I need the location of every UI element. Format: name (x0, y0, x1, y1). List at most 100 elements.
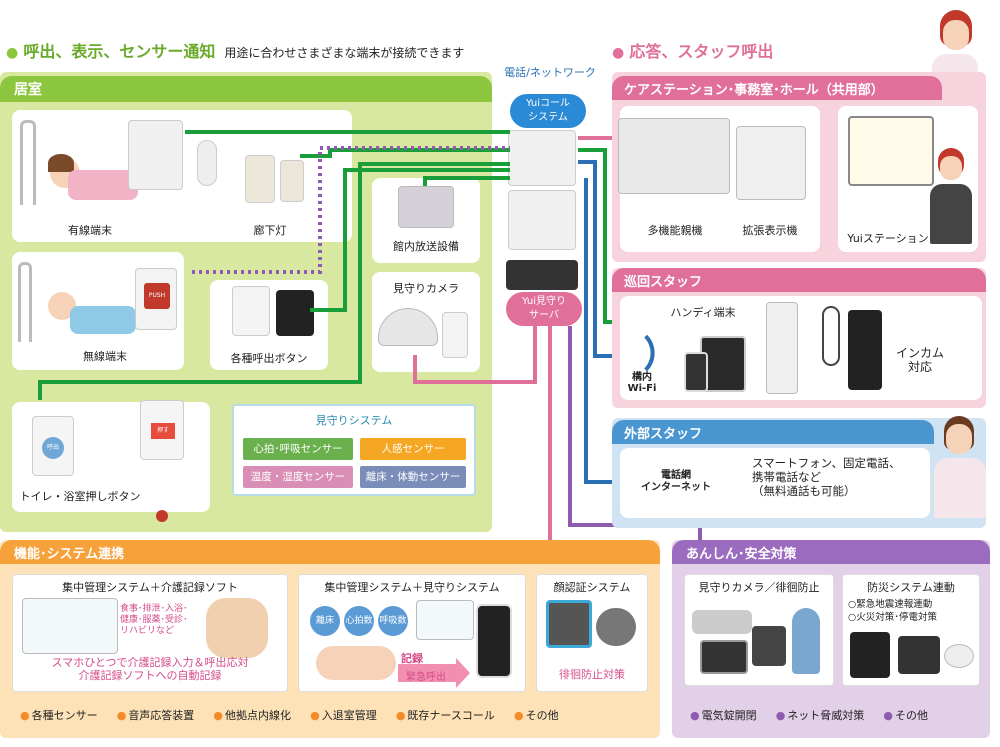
external-card (620, 448, 930, 518)
sensor-motion: 人感センサー (360, 438, 466, 460)
face-recognition-icon (546, 600, 592, 648)
left-header-subtitle: 用途に合わせさまざまな端末が接続できます (224, 46, 465, 60)
wired-terminal[interactable] (128, 120, 183, 190)
call-button-white[interactable] (232, 286, 270, 336)
func-header: 機能･システム連携 (0, 540, 660, 564)
line-toilet (38, 162, 510, 400)
external-desc: スマートフォン、固定電話、 携帯電話など （無料通話も可能） (752, 456, 901, 498)
push-button[interactable]: PUSH (144, 283, 170, 309)
wireless-label: 無線端末 (83, 350, 127, 363)
station-operator-avatar (930, 148, 972, 248)
yui-server-unit (506, 260, 578, 290)
left-header: ● 呼出、表示、センサー通知 用途に合わせさまざまな端末が接続できます (6, 42, 465, 61)
func-bullets: 各種センサー 音声応答装置 他拠点内線化 入退室管理 既存ナースコール その他 (20, 704, 660, 723)
func-bullet-4: 入退室管理 (310, 707, 377, 723)
smoke-detector-icon (944, 644, 974, 668)
toilet-pull-button[interactable]: 押す (140, 400, 184, 460)
sensor-temp: 温度・湿度センサー (243, 466, 353, 488)
safety-box1-title: 見守りカメラ／徘徊防止 (698, 581, 820, 594)
patient-sleeping (316, 646, 396, 680)
extension-display[interactable] (736, 126, 806, 200)
watch-smartphone (476, 604, 512, 678)
external-operator-avatar (934, 412, 986, 522)
care-header: ケアステーション･事務室･ホール（共用部） (612, 76, 942, 100)
bed-patient-1 (20, 120, 138, 205)
func-box2-title: 集中管理システム＋見守りシステム (324, 581, 500, 594)
line-external-blue (584, 178, 620, 484)
room-panel-header: 居室 (0, 76, 492, 102)
func-box3-title: 顔認証システム (553, 581, 631, 594)
speaker-icon (398, 186, 454, 228)
urgent-arrow (398, 664, 456, 682)
corridor-light-switch-2[interactable] (280, 160, 304, 202)
safety-bullet-3: その他 (883, 707, 928, 723)
ups-device-icon (850, 632, 890, 678)
network-label: 電話/ネットワーク (504, 66, 596, 79)
sensor-bed: 離床・体動センサー (360, 466, 466, 488)
patrol-title: 巡回スタッフ (624, 275, 703, 290)
call-button-black[interactable] (276, 290, 314, 336)
intercom-headset (822, 306, 840, 366)
yui-call-bubble: Yuiコール システム (510, 94, 586, 128)
tag-bed: 離床 (310, 606, 340, 636)
right-header: ● 応答、スタッフ呼出 (612, 42, 774, 61)
tag-breath: 呼吸数 (378, 606, 408, 636)
func-box1-title: 集中管理システム＋介護記録ソフト (62, 581, 238, 594)
line-wireless (192, 146, 510, 274)
callbuttons-label: 各種呼出ボタン (230, 352, 308, 365)
smartphone-device[interactable] (684, 352, 708, 392)
handy-terminal[interactable] (766, 302, 798, 394)
corridor-label: 廊下灯 (253, 224, 287, 237)
pull-cord-ball[interactable] (156, 510, 168, 522)
tag-heart: 心拍数 (344, 606, 374, 636)
broadcast-label: 館内放送設備 (393, 240, 459, 253)
func-bullet-6: その他 (514, 707, 559, 723)
box-camera (442, 312, 468, 358)
intercom-device[interactable] (848, 310, 882, 390)
bed-patient-2 (18, 262, 138, 342)
corridor-light-switch-1[interactable] (245, 155, 275, 203)
patrol-header: 巡回スタッフ (612, 268, 986, 292)
station-label: Yuiステーション (847, 232, 929, 245)
yui-call-unit-2 (508, 190, 576, 250)
yui-station-monitor[interactable] (848, 116, 934, 186)
line-broadcast (423, 176, 510, 186)
left-header-title: 呼出、表示、センサー通知 (23, 42, 216, 61)
func-bullet-5: 既存ナースコール (396, 707, 494, 723)
line-callbuttons (310, 168, 510, 312)
sensor-heart: 心拍･呼吸センサー (243, 438, 353, 460)
security-camera-icon (692, 610, 752, 634)
func-box1-tags: 食事･排泄･入浴･ 健康･服薬･受診･ リハビリなど (120, 604, 188, 636)
toilet-call-label: 呼出 (42, 437, 64, 459)
wired-terminal-handset[interactable] (197, 140, 217, 186)
handy-label: ハンディ端末 (670, 306, 736, 319)
room-title: 居室 (14, 82, 42, 98)
toilet-call-button[interactable]: 呼出 (32, 416, 74, 476)
safety-box2-title: 防災システム連動 (867, 581, 955, 594)
safety-bullet-1: 電気錠開閉 (690, 707, 757, 723)
line-camera-pink (413, 326, 537, 384)
care-title: ケアステーション･事務室･ホール（共用部） (624, 83, 884, 98)
safety-bullet-2: ネット脅威対策 (776, 707, 864, 723)
func-bullet-2: 音声応答装置 (117, 707, 194, 723)
func-bullet-1: 各種センサー (20, 707, 98, 723)
camera-monitor-icon (700, 640, 748, 674)
record-software-screen (22, 598, 118, 654)
camera-label: 見守りカメラ (393, 282, 459, 295)
hand-smartphone (206, 598, 268, 658)
phone-label: 多機能親機 (647, 224, 703, 237)
func-title: 機能･システム連携 (14, 547, 125, 562)
multifunction-phone[interactable] (618, 118, 730, 194)
toilet-label: トイレ・浴室押しボタン (19, 490, 141, 503)
yui-server-bubble: Yui見守り サーバ (506, 292, 582, 326)
watch-system-title: 見守りシステム (315, 414, 393, 427)
func-box2-urgent: 緊急呼出 (406, 672, 446, 683)
right-header-title: 応答、スタッフ呼出 (629, 42, 774, 61)
yui-call-unit-1 (508, 130, 576, 186)
urgent-arrow-head (456, 658, 470, 688)
wireless-terminal[interactable]: PUSH (135, 268, 177, 330)
intercom-label: インカム 対応 (895, 346, 944, 374)
ext-label: 拡張表示機 (742, 224, 798, 237)
safety-title: あんしん･安全対策 (686, 547, 797, 562)
